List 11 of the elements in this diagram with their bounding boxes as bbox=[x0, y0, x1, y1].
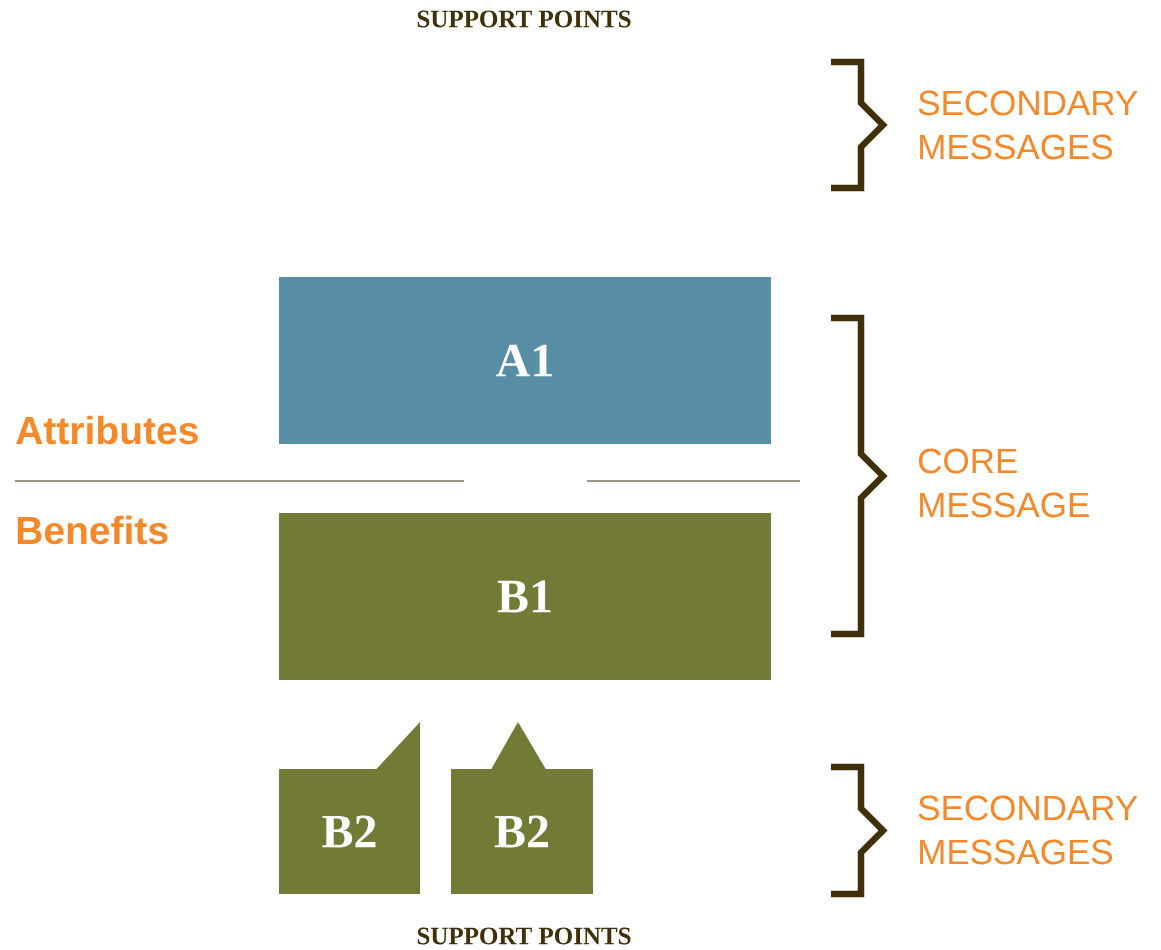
side-label: Benefits bbox=[17, 515, 168, 545]
bracket-label: CORE MESSAGE bbox=[919, 448, 1089, 518]
message-box: B1 bbox=[279, 513, 771, 680]
heading: SUPPORT POINTS bbox=[417, 927, 631, 945]
message-box: A1 bbox=[279, 277, 771, 444]
bracket-label: SECONDARY MESSAGES bbox=[918, 90, 1138, 160]
bracket-label: SECONDARY MESSAGES bbox=[918, 795, 1138, 865]
side-label: Attributes bbox=[16, 415, 198, 445]
speech-bubble: B2 bbox=[451, 722, 593, 894]
speech-bubble: B2 bbox=[279, 722, 420, 894]
heading: SUPPORT POINTS bbox=[417, 10, 631, 28]
